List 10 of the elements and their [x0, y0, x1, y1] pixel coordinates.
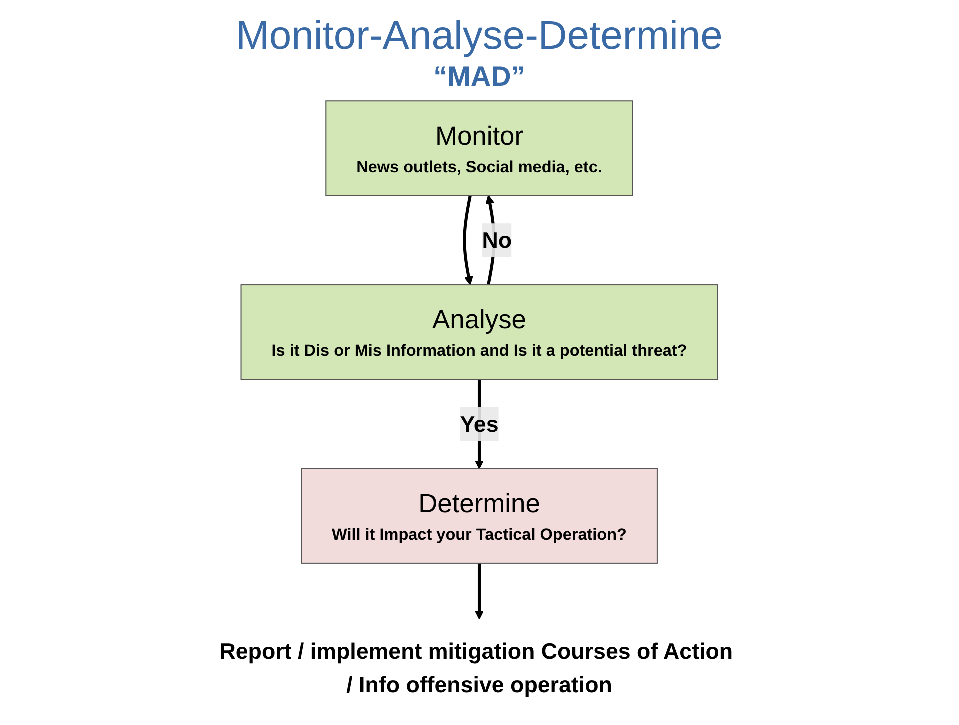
- subtitle-text: “MAD”: [434, 61, 526, 93]
- arrow: [475, 563, 484, 620]
- node-box: Monitor News outlets, Social media, etc.: [326, 100, 634, 196]
- edge-label: Yes: [460, 412, 499, 437]
- edge-label: No: [482, 228, 512, 254]
- node-text: Report / implement mitigation Courses of Action / Info offensive operation: [220, 638, 734, 698]
- diagram-title: Monitor-Analyse-Determine: [236, 14, 723, 59]
- node-box: Determine Will it Impact your Tactical Operation?: [301, 468, 658, 564]
- arrow: [463, 195, 474, 286]
- node-box: Analyse Is it Dis or Mis Information and Is it a potential threat?: [240, 284, 718, 380]
